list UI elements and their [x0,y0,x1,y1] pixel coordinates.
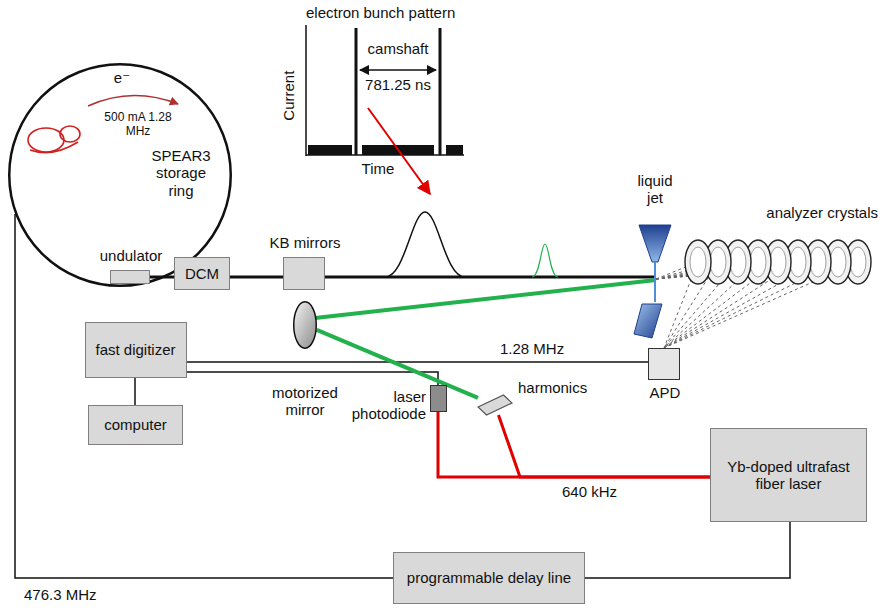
chart-label: camshaft [358,40,438,57]
laser-pulse [532,244,558,277]
jet-nozzle [639,225,671,262]
node-label: DCM [180,265,224,282]
node-label: harmonics [518,379,608,396]
connector [317,330,478,398]
apd-detector: APD [648,348,680,380]
node-label: motorized mirror [265,384,345,419]
node-label: SPEAR3 storage ring [144,147,218,199]
node-label: APD [645,384,685,401]
connector [15,214,393,578]
connector [134,378,136,405]
node-label: e⁻ [112,69,132,86]
chart-axis [305,25,307,156]
delay-line-box: programmable delay line [393,552,585,604]
node-label: laser photodiode [343,388,426,423]
crystal-face [790,247,806,277]
pointer-arrow [368,108,430,194]
camshaft-bunch [355,28,358,155]
ssrl-logo [28,126,80,153]
crystal-face [830,247,846,277]
connector [187,372,439,385]
chart-label: 781.25 ns [360,76,436,93]
laser-beam [315,280,656,318]
crystal-face [690,247,706,277]
chart-label: Time [350,160,406,177]
camshaft-bunch [439,28,442,155]
logo-stroke [30,142,78,153]
crystal-face [710,247,726,277]
motorized-mirror: motorized mirror [293,301,317,349]
connector [498,415,710,477]
chart-label: electron bunch pattern [306,4,506,21]
jet-stream [654,262,656,302]
crystal-face [730,247,746,277]
xray-pulse [385,212,465,277]
chart-label: Current [280,66,297,126]
connector [230,276,283,279]
node-label: KB mirrors [255,234,355,251]
motorized-mirror-outline [293,301,317,349]
motorized-mirror-shape [294,302,317,349]
signal-frequency: 476.3 MHz [22,586,99,603]
monochromator-box: DCM [174,257,230,290]
storage-ring-shape [9,64,231,286]
period-arrow [360,69,436,71]
signal-frequency: 1.28 MHz [498,340,566,357]
node-label: Yb-doped ultrafast fiber laser [711,458,866,493]
crystal-face [770,247,786,277]
harmonics-crystal: harmonics [478,395,512,415]
harmonics-crystal-outline [478,395,512,415]
node-label: fast digitizer [90,341,180,358]
connector [438,412,710,477]
digitizer-box: fast digitizer [85,322,187,378]
computer-box: computer [88,405,183,445]
logo-loop [60,126,80,142]
crystal-face [750,247,766,277]
node-label: computer [99,416,172,433]
logo-loop [28,128,64,152]
jet-catcher [634,304,662,338]
laser-box: Yb-doped ultrafast fiber laser [710,428,867,522]
undulator: undulator [110,270,150,284]
node-label: undulator [91,247,171,264]
node-label: programmable delay line [402,569,576,586]
crystal-face [850,247,866,277]
harmonics-crystal-shape [478,395,512,415]
analyzer-crystal [685,240,711,284]
connector [585,522,790,578]
node-label: 500 mA 1.28 MHz [100,111,176,139]
connector [187,361,649,363]
direction-arrow [88,95,178,106]
photodiode: laser photodiode [430,385,447,412]
bunch-train [446,145,463,155]
part-label: liquid jet [630,172,680,207]
crystal-face [810,247,826,277]
analyzer-crystals [685,240,871,284]
bunch-train [308,145,352,155]
bunch-chart [306,25,464,194]
signal-frequency: 640 kHz [560,483,619,500]
xray-beam [325,276,656,279]
kb-mirrors: KB mirrors [283,257,325,290]
part-label: analyzer crystals [736,204,878,221]
